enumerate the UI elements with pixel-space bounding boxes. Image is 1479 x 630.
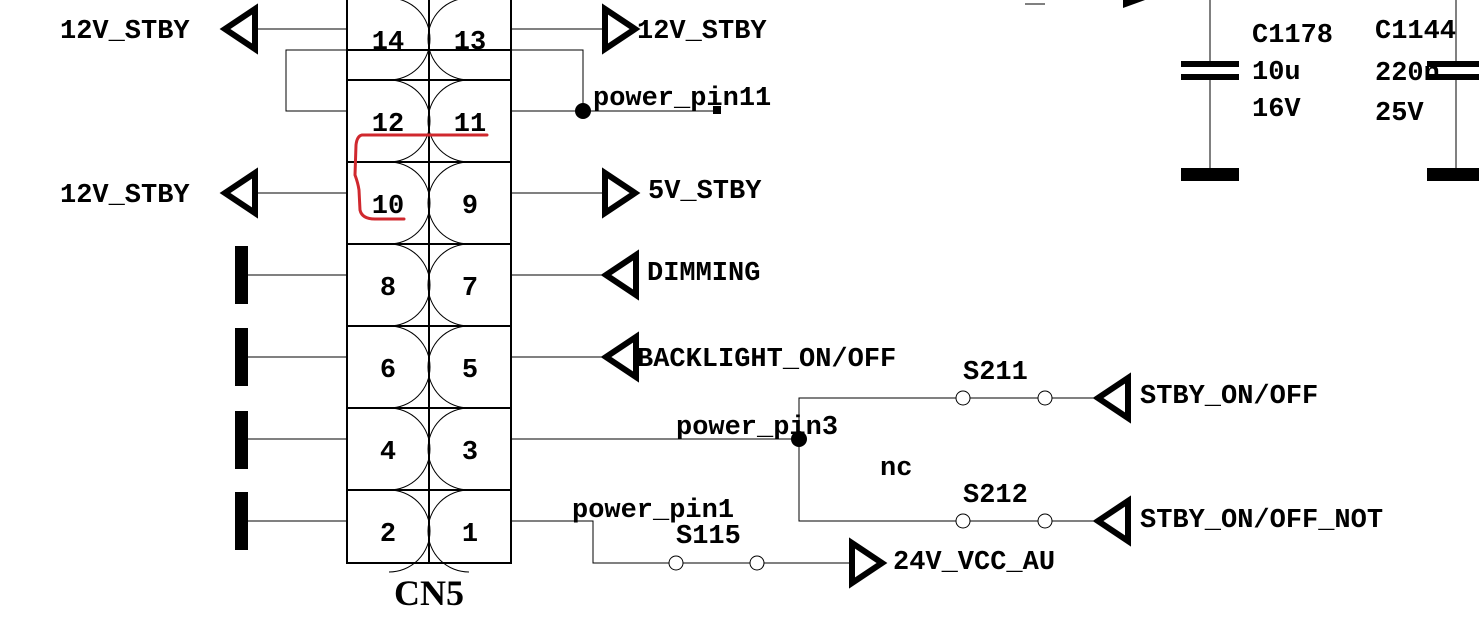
pin-number-2[interactable]: 2	[380, 520, 396, 550]
net-label-pin1[interactable]: power_pin1	[572, 496, 734, 526]
output-port-icon	[602, 167, 641, 219]
pin-arc	[427, 489, 470, 573]
connector-pin-arcs	[388, 0, 470, 573]
port-label-pin7[interactable]: DIMMING	[647, 259, 760, 289]
capacitor-value: 10u	[1252, 58, 1301, 88]
jumper-s211[interactable]: S211	[955, 358, 1053, 406]
ground-icon	[1181, 168, 1239, 181]
ground-icon	[235, 246, 248, 304]
pin-number-6[interactable]: 6	[380, 356, 396, 386]
jumper-s212[interactable]: S212	[955, 481, 1053, 529]
pin-arc	[388, 161, 431, 245]
jumper-pad	[1037, 513, 1053, 529]
pin-arc	[427, 243, 470, 327]
pin-arc	[427, 161, 470, 245]
jumper-s115[interactable]: S115	[668, 522, 765, 571]
port-label-pin14[interactable]: 12V_STBY	[60, 17, 190, 47]
pin-arc	[388, 489, 431, 573]
port-label-24v[interactable]: 24V_VCC_AU	[893, 548, 1055, 578]
wire-pin12-loop	[285, 49, 347, 112]
port-label-pin13[interactable]: 12V_STBY	[637, 17, 767, 47]
pin-number-1[interactable]: 1	[462, 520, 478, 550]
net-end-marker	[713, 106, 721, 114]
capacitor-ref: C1144	[1375, 17, 1456, 47]
jumper-pad	[749, 555, 765, 571]
jumper-pad	[668, 555, 684, 571]
capacitor-ref: C1178	[1252, 21, 1333, 51]
capacitor-plate	[1427, 74, 1479, 80]
wire-pin12-loop-right	[511, 49, 584, 111]
red-annotation-mark	[353, 133, 489, 221]
net-label-nc: nc	[880, 454, 912, 484]
port-label-stby-not[interactable]: STBY_ON/OFF_NOT	[1140, 506, 1383, 536]
capacitor-plate	[1181, 61, 1239, 67]
ground-icon	[235, 328, 248, 386]
pin-number-7[interactable]: 7	[462, 274, 478, 304]
jumper-pad	[955, 390, 971, 406]
capacitor-plate	[1181, 74, 1239, 80]
input-port-icon	[219, 167, 258, 219]
net-label-pin3[interactable]: power_pin3	[676, 413, 838, 443]
ground-icon	[235, 492, 248, 550]
wire-s212-in	[798, 439, 956, 522]
input-port-icon	[1092, 372, 1131, 424]
port-label-pin9[interactable]: 5V_STBY	[648, 177, 762, 207]
port-label-pin5[interactable]: BACKLIGHT_ON/OFF	[637, 345, 896, 375]
pin-number-10[interactable]: 10	[372, 192, 404, 222]
pin-number-9[interactable]: 9	[462, 192, 478, 222]
wire-s211-in	[798, 397, 956, 439]
jumper-pad	[955, 513, 971, 529]
pin-number-8[interactable]: 8	[380, 274, 396, 304]
ground-icon	[235, 411, 248, 469]
pin-arc	[388, 243, 431, 327]
pin-arc	[427, 0, 470, 81]
net-label-pin11[interactable]: power_pin11	[593, 84, 771, 114]
pin-arc	[427, 79, 470, 163]
input-port-icon	[219, 3, 258, 55]
input-port-icon	[1092, 495, 1131, 547]
ground-icon	[1427, 168, 1479, 181]
pin-number-13[interactable]: 13	[454, 28, 486, 58]
pin-number-3[interactable]: 3	[462, 438, 478, 468]
input-port-icon	[600, 331, 639, 383]
output-port-icon	[602, 3, 641, 55]
output-port-icon	[849, 537, 888, 589]
capacitor-plate	[1427, 61, 1479, 67]
capacitor-c1178[interactable]: C1178 10u 16V	[1181, 0, 1333, 181]
jumper-label-s115: S115	[676, 522, 741, 552]
pin-arc	[388, 407, 431, 491]
pin-arc	[427, 407, 470, 491]
input-port-icon	[600, 249, 639, 301]
pin-arc	[388, 79, 431, 163]
wire-pin1	[511, 520, 676, 564]
pin-number-14[interactable]: 14	[372, 28, 404, 58]
pin-arc	[388, 0, 431, 81]
jumper-label-s211: S211	[963, 358, 1028, 388]
port-label-pin10[interactable]: 12V_STBY	[60, 181, 190, 211]
port-label-stby[interactable]: STBY_ON/OFF	[1140, 382, 1318, 412]
partial-port-icon	[1123, 0, 1145, 8]
capacitor-voltage: 25V	[1375, 99, 1424, 129]
jumper-pad	[1037, 390, 1053, 406]
jumper-label-s212: S212	[963, 481, 1028, 511]
capacitor-voltage: 16V	[1252, 95, 1301, 125]
capacitor-c1144[interactable]: C1144 220n 25V	[1375, 0, 1479, 181]
pin-number-5[interactable]: 5	[462, 356, 478, 386]
junction-dot	[575, 103, 591, 119]
pin-arc	[427, 325, 470, 409]
connector-ref-label: CN5	[394, 573, 464, 613]
pin-arc	[388, 325, 431, 409]
pin-number-4[interactable]: 4	[380, 438, 396, 468]
